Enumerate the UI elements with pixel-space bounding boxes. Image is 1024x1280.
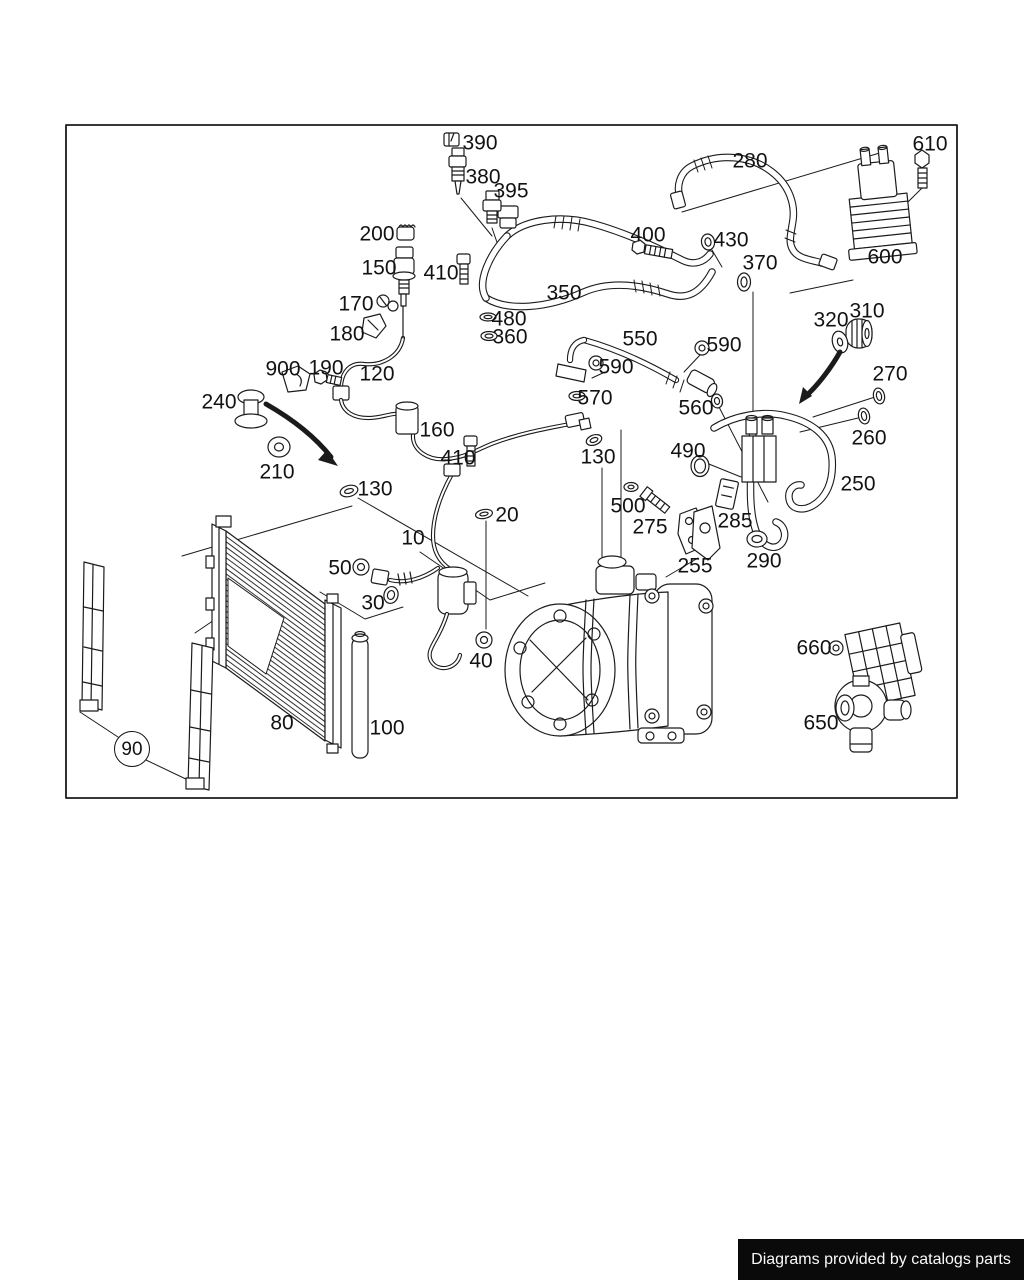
footer-bar: Diagrams provided by catalogs parts <box>738 1239 1024 1280</box>
pipe-550-drawing <box>555 336 718 398</box>
bolt-410-lower-drawing <box>463 435 478 467</box>
valve-unit-drawing <box>834 622 923 753</box>
nut-590-lower <box>588 355 604 371</box>
clip-180-drawing <box>361 313 387 339</box>
side-bracket-left-drawing <box>79 561 105 712</box>
bolt-410-upper-drawing <box>456 253 471 285</box>
ring-290-drawing <box>746 530 768 548</box>
nuts <box>352 340 844 656</box>
bracket-255-drawing <box>691 505 721 561</box>
sensor-380-drawing <box>448 147 467 195</box>
bolt-190-drawing <box>313 369 343 386</box>
pipe-120-drawing <box>332 335 592 462</box>
receiver-hose-drawing <box>370 463 477 671</box>
pointer-arrows <box>263 349 843 466</box>
disc-320-drawing <box>831 330 849 359</box>
pulley-310-drawing <box>845 318 873 349</box>
cap-390-drawing <box>443 132 460 147</box>
sensor-150-drawing <box>392 246 416 339</box>
o-rings <box>339 233 886 605</box>
bolt-610-drawing <box>914 149 930 189</box>
plug-240-drawing <box>234 389 268 429</box>
clip-170-drawing <box>376 294 399 312</box>
cap-200-drawing <box>396 224 416 241</box>
footer-text: Diagrams provided by catalogs parts <box>751 1250 1011 1268</box>
bracket-900-drawing <box>281 365 311 393</box>
bolt-500-drawing <box>623 481 671 514</box>
nut-50 <box>352 558 370 576</box>
clip-285-drawing <box>715 478 739 510</box>
oil-cooler-drawing <box>848 144 918 261</box>
compressor-drawing <box>504 555 714 744</box>
bolt-400-drawing <box>631 239 674 259</box>
drier-cartridge-drawing <box>351 630 369 759</box>
grommet-210-drawing <box>267 436 291 458</box>
nut-40 <box>475 631 493 649</box>
side-bracket-right-drawing <box>185 642 214 791</box>
hose-280-drawing <box>669 153 838 271</box>
hose-350-drawing <box>478 205 716 311</box>
condenser-drawing <box>205 515 342 754</box>
sensor-395-drawing <box>482 190 502 224</box>
nut-590-upper <box>694 340 710 356</box>
nut-660 <box>828 640 844 656</box>
